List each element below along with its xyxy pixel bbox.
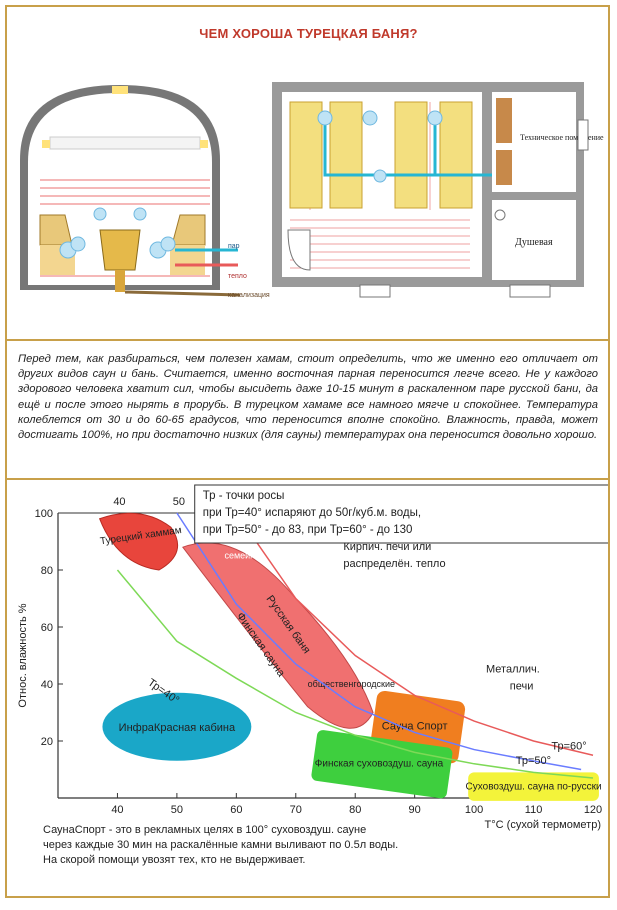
label-shower: Душевая: [515, 237, 553, 248]
shower-room: [492, 200, 576, 280]
paragraph-part-1: Перед тем, как разбираться, чем полезен …: [18, 353, 598, 411]
intro-paragraph: Перед тем, как разбираться, чем полезен …: [18, 352, 598, 443]
footnote-line: На скорой помощи увозят тех, кто не выде…: [43, 854, 305, 866]
x-tick-label: 50: [171, 804, 183, 816]
page-title: ЧЕМ ХОРОША ТУРЕЦКАЯ БАНЯ?: [199, 26, 418, 41]
curve: [235, 512, 594, 756]
footnote-line: через каждые 30 мин на раскалённые камни…: [43, 839, 398, 851]
label-finnish-dry: Финская суховоздуш. сауна: [315, 759, 444, 770]
label-tech-room: Техническое помещение: [520, 133, 604, 142]
x-tick-label: 90: [409, 804, 421, 816]
middle-frame: [5, 341, 610, 478]
label-family: семейные: [224, 551, 266, 561]
x-tick-label: 80: [349, 804, 361, 816]
footnote-line: СаунаСпорт - это в рекламных целях в 100…: [43, 824, 366, 836]
plan-bench-4: [439, 101, 473, 209]
steam-generator: [496, 150, 512, 185]
region-turkish: [98, 512, 179, 571]
label-steam: пар: [228, 243, 240, 250]
region-ir: [102, 692, 252, 761]
plan-bench-2: [329, 101, 363, 209]
x-tick-label: 100: [465, 804, 483, 816]
label-sewer: канализация: [228, 292, 270, 299]
dew-point-box: [194, 484, 608, 544]
label-sport: Сауна Спорт: [382, 721, 448, 733]
dew-box-line: при Тр=40° испаряют до 50г/куб.м. воды,: [203, 507, 421, 519]
label-heat: тепло: [228, 273, 247, 280]
curve: [176, 512, 582, 771]
curve: [116, 569, 594, 779]
note-metal: Металлич.: [486, 664, 540, 676]
label-russian-dry: Суховоздуш. сауна по-русски: [466, 781, 602, 792]
top-frame: [5, 5, 610, 341]
label-ir: ИнфраКрасная кабина: [119, 722, 236, 734]
y-tick-label: 100: [35, 508, 53, 520]
note-brick: Кирпич. печи или: [343, 541, 431, 553]
y-tick-label: 40: [41, 679, 53, 691]
x-tick-label: 40: [111, 804, 123, 816]
dew-box-line: при Тр=50° - до 83, при Тр=60° - до 130: [203, 524, 413, 536]
water-heater: [496, 98, 512, 143]
sauna-chart: 40506070809010011012020406080100405060От…: [17, 484, 608, 866]
plan-bench-3: [394, 101, 428, 209]
x-tick-label: 120: [584, 804, 602, 816]
y-tick-label: 60: [41, 622, 53, 634]
ceiling-lamp: [112, 86, 128, 94]
bottom-frame: [5, 478, 610, 898]
top-tick-label: 40: [113, 496, 125, 508]
paragraph-part-2: В турецком хамаме все намного мягче и сп…: [18, 398, 599, 442]
y-tick-label: 20: [41, 736, 53, 748]
section-view-diagram: пар тепло канализация: [20, 85, 270, 299]
curve-label: Тр=60°: [551, 741, 586, 753]
label-public: общественгородские: [308, 679, 395, 689]
center-basin: [99, 229, 141, 271]
x-axis-label: T°C (сухой термометр): [485, 819, 601, 831]
x-tick-label: 110: [525, 804, 543, 816]
curve-label: Тр=50°: [516, 755, 551, 767]
region-russian-finnish: [182, 542, 374, 729]
y-axis-label: Относ. влажность %: [17, 603, 29, 707]
plan-bench-1: [289, 101, 323, 209]
x-tick-label: 60: [230, 804, 242, 816]
top-tick-label: 50: [173, 496, 185, 508]
x-tick-label: 70: [290, 804, 302, 816]
region-finnish-dry: [311, 730, 453, 799]
region-russian-dry: [468, 772, 599, 801]
plan-view-diagram: Техническое помещение Душевая: [272, 82, 604, 298]
dew-box-line: Тр - точки росы: [203, 490, 285, 502]
y-tick-label: 80: [41, 565, 53, 577]
note-metal-2: печи: [510, 681, 534, 693]
note-brick-2: распределён. тепло: [343, 558, 445, 570]
